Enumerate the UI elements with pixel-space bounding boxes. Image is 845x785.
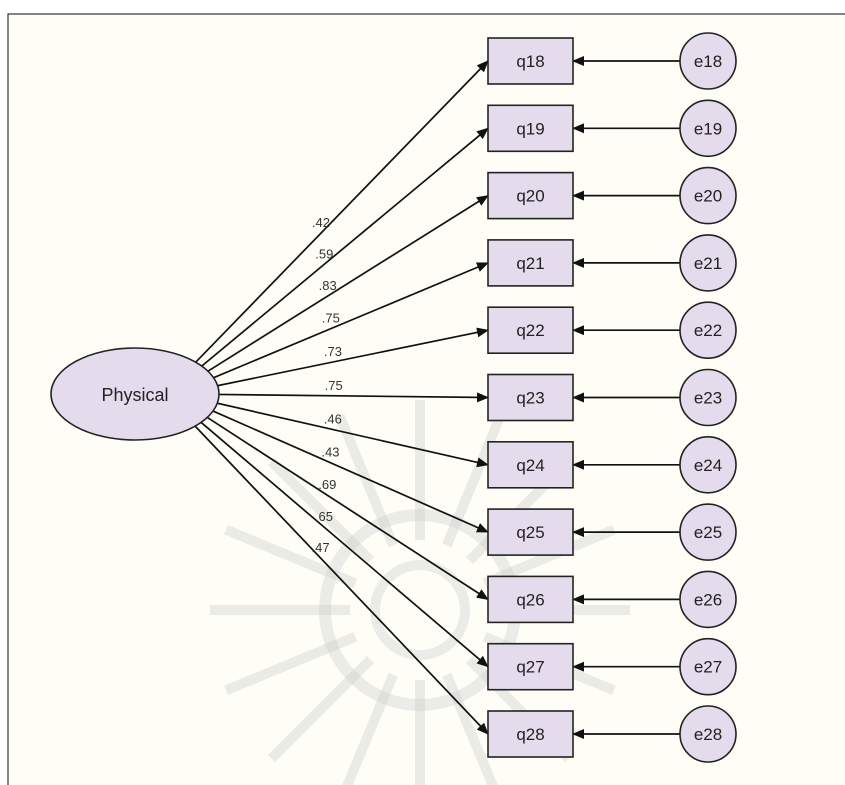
observed-box-q25 [487,508,574,556]
error-nodes: e18 e19 e20 e21 e22 e23 e24 e25 e26 e27 e28 [679,32,737,763]
loading-label-q26: .69 [318,477,336,492]
observed-label-q28: q28 [516,725,544,744]
error-label-e20: e20 [694,187,722,206]
observed-box-q24 [487,440,574,489]
watermark-ray [224,525,358,588]
error-circle-e26 [679,570,737,629]
error-circle-e20 [679,166,737,225]
observed-label-q26: q26 [516,590,544,609]
watermark-ray [442,414,505,548]
latent-label: Physical [101,385,168,405]
watermark-ray [442,672,498,785]
loading-arrow-q24 [215,402,489,468]
loading-labels: .42 .59 .83 .75 .73 .75 .46 .43 .69 .65 .47 [312,215,343,555]
loading-label-q23: .75 [325,378,343,393]
observed-box-q28 [487,710,574,758]
loading-label-q24: .46 [324,411,342,426]
error-circle-e19 [679,99,737,158]
error-circle-e21 [679,234,737,292]
observed-label-q18: q18 [516,52,544,71]
error-label-e23: e23 [694,389,722,408]
observed-label-q22: q22 [516,321,544,340]
loading-label-q21: .75 [322,311,340,326]
observed-label-q24: q24 [516,456,544,475]
error-circle-e24 [679,435,737,494]
observed-box-q21 [487,239,574,287]
error-label-e19: e19 [694,119,722,138]
loading-arrow-q22 [215,327,489,387]
loading-arrow-q20 [206,194,489,373]
observed-label-q27: q27 [516,658,544,677]
loading-label-q20: .83 [319,278,337,293]
loading-label-q19: .59 [315,246,333,261]
error-circle-e23 [679,368,737,427]
watermark-ray [267,655,375,763]
error-label-e21: e21 [694,254,722,273]
loading-label-q18: .42 [312,215,330,230]
observed-box-q22 [487,306,574,355]
error-label-e26: e26 [694,590,722,609]
observed-label-q19: q19 [516,119,544,138]
observed-box-q26 [487,575,574,624]
observed-box-q19 [487,104,574,153]
loading-arrow-q27 [199,420,489,668]
error-label-e22: e22 [694,321,722,340]
observed-box-q18 [487,37,574,85]
error-label-e24: e24 [694,456,722,475]
watermark-ray [224,632,358,695]
observed-box-q27 [487,642,574,691]
watermark-core [370,560,470,660]
error-paths [572,56,680,739]
loading-arrow-q19 [200,127,489,368]
watermark-ray [335,414,398,548]
loading-arrow-q26 [205,415,489,601]
loading-label-q22: .73 [324,344,342,359]
loading-label-q25: .43 [321,445,339,460]
loading-label-q27: .65 [315,509,333,524]
loading-arrow-q28 [193,424,489,735]
loading-arrow-q23 [217,392,489,403]
watermark-ray [342,672,398,785]
loading-label-q28: .47 [312,540,330,555]
observed-label-q25: q25 [516,523,544,542]
error-circle-e25 [679,503,737,561]
error-circle-e28 [679,705,737,763]
watermark-ray [267,457,375,565]
error-label-e25: e25 [694,523,722,542]
observed-box-q20 [487,171,574,220]
error-label-e27: e27 [694,658,722,677]
watermark-ray [482,525,616,588]
loading-arrow-q25 [211,409,489,533]
observed-label-q21: q21 [516,254,544,273]
observed-nodes: q18 q19 q20 q21 q22 q23 q24 q25 q26 q27 q28 [487,37,574,758]
loading-arrow-q21 [211,262,489,380]
error-circle-e22 [679,301,737,360]
error-circle-e27 [679,637,737,696]
error-circle-e18 [679,32,737,90]
error-label-e28: e28 [694,725,722,744]
observed-box-q23 [487,373,574,422]
latent-ellipse [50,347,220,441]
observed-label-q23: q23 [516,389,544,408]
error-label-e18: e18 [694,52,722,71]
observed-label-q20: q20 [516,187,544,206]
loading-arrow-q18 [194,60,489,364]
latent-node: Physical [50,347,220,441]
loading-paths [193,60,489,735]
